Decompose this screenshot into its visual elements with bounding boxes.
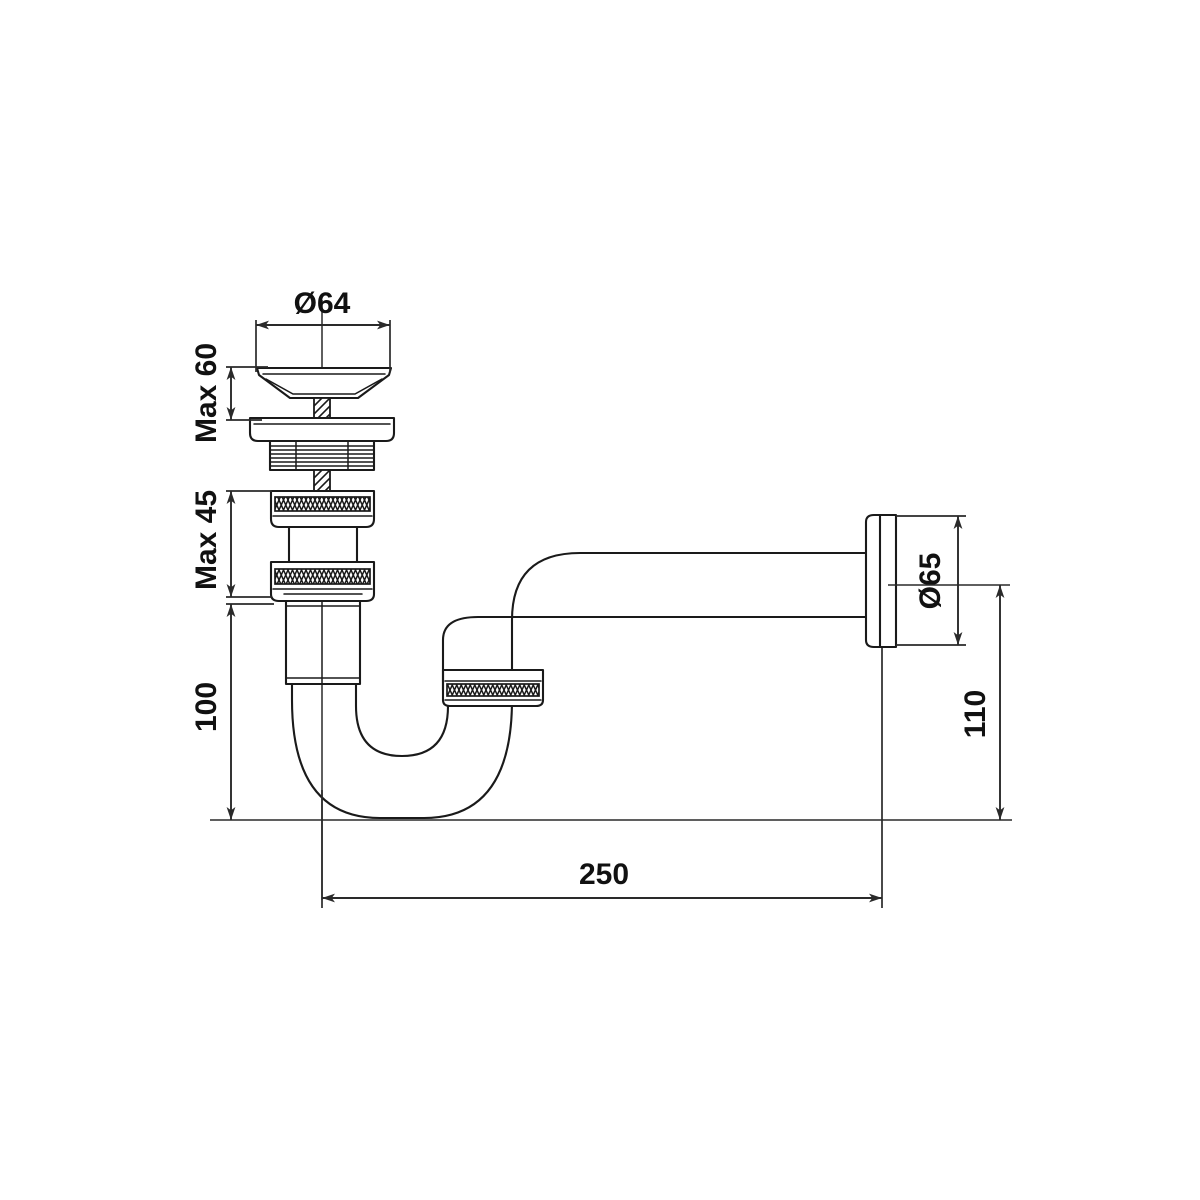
dimension-max60: Max 60: [190, 343, 268, 443]
strainer-stud-lower: [313, 469, 331, 493]
dimension-dia64: Ø64: [255, 287, 391, 372]
horizontal-outlet-pipe: [441, 551, 870, 692]
strainer-flange: [248, 416, 396, 443]
strainer-dome: [255, 366, 393, 400]
tailpiece-upper-tube: [287, 525, 359, 564]
strainer-assembly: [248, 366, 396, 493]
bend-knurled-nut: [441, 668, 545, 708]
dimension-110: 110: [959, 585, 1005, 820]
upper-knurled-nut: [269, 489, 376, 529]
dimension-250: 250: [321, 648, 883, 908]
tailpiece-assembly: [269, 489, 376, 686]
dimension-label-250: 250: [579, 858, 629, 891]
dimension-label-dia64: Ø64: [294, 287, 351, 320]
dimension-max45: Max 45: [190, 490, 272, 598]
dimension-dia65: Ø65: [896, 515, 966, 646]
dimension-label-110: 110: [959, 690, 992, 738]
wall-flange: [864, 513, 898, 649]
dimension-label-max45: Max 45: [190, 490, 223, 590]
dimension-100: 100: [190, 603, 274, 820]
tailpipe: [284, 599, 362, 686]
strainer-threaded-body: [268, 439, 376, 472]
u-bend: [290, 682, 514, 820]
strainer-stud-upper: [313, 397, 331, 419]
mid-knurled-nut: [269, 560, 376, 603]
dimension-label-dia65: Ø65: [914, 553, 947, 610]
dimension-label-max60: Max 60: [190, 343, 223, 443]
dimension-label-100: 100: [190, 682, 223, 732]
